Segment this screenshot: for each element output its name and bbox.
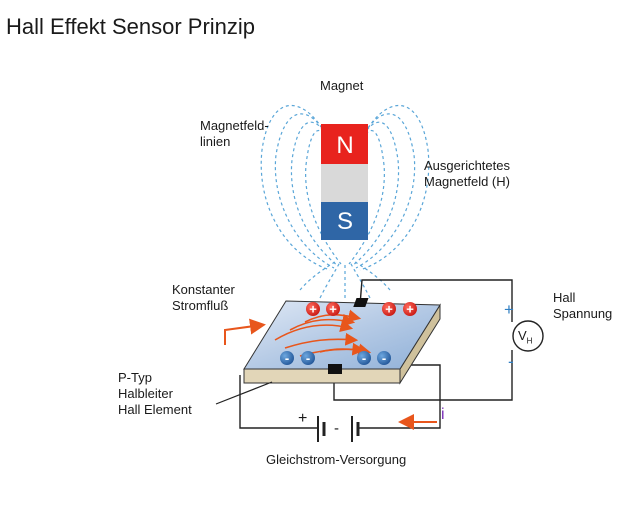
aligned-field-label-line2: Magnetfeld (H) [424,174,510,189]
semiconductor-label-line1: P-Typ [118,370,152,385]
constant-current-arrow [224,318,266,345]
positive-charge-sign: + [309,302,317,317]
label-pointers [215,381,273,405]
top-contact [353,298,369,307]
hall-voltage-label-line2: Spannung [553,306,613,321]
constant-current-label-line1: Konstanter [172,282,235,297]
negative-charge-sign: - [285,351,289,366]
magnet [321,124,368,240]
hall-plus-sign: + [504,300,514,319]
negative-charge [357,351,371,365]
hall-element-plate [243,298,441,385]
negative-charge [301,351,315,365]
aligned-field-label: Ausgerichtetes Magnetfeld (H) [424,158,510,190]
battery [317,416,360,442]
current-i-symbol: i [441,406,445,423]
voltmeter-subscript: H [526,336,533,346]
bottom-contact [328,364,342,374]
positive-charges: + + + + [306,302,417,317]
positive-charge-sign: + [406,302,414,317]
positive-charge [306,302,320,316]
voltmeter-symbol: VH [518,328,532,350]
field-lines-label-line2: linien [200,134,231,149]
magnet-south-pole [321,202,368,240]
positive-charge [326,302,340,316]
negative-charge [377,351,391,365]
hall-voltage-label-line1: Hall [553,290,576,305]
negative-charge-sign: - [382,351,386,366]
circuit-wires [239,279,513,429]
constant-current-label: Konstanter Stromfluß [172,282,235,314]
negative-charge-sign: - [362,351,366,366]
voltmeter-v: V [518,328,527,343]
positive-charge [403,302,417,316]
negative-charges: ---- [280,351,391,366]
positive-charge-sign: + [329,302,337,317]
positive-charge [382,302,396,316]
north-pole-label: N [336,132,353,159]
hall-minus-sign: - [508,352,514,371]
plate-top [243,300,441,370]
magnet-north-pole [321,124,368,164]
aligned-field-label-line1: Ausgerichtetes [424,158,510,173]
constant-current-label-line2: Stromfluß [172,298,229,313]
semiconductor-label-line2: Halbleiter [118,386,173,401]
hall-voltage-label: Hall Spannung [553,290,612,322]
south-pole-label: S [337,208,353,235]
voltmeter-circle [512,320,544,352]
magnet-middle [321,164,368,202]
page-title: Hall Effekt Sensor Prinzip [6,14,256,39]
positive-charge-sign: + [385,302,393,317]
dc-supply-label: Gleichstrom-Versorgung [266,452,407,467]
plate-front-edge [243,368,401,384]
battery-minus-sign: - [334,420,339,437]
field-lines-label-line1: Magnetfeld- [200,118,269,133]
negative-charge-sign: - [306,351,310,366]
semiconductor-label: P-Typ Halbleiter Hall Element [118,370,192,418]
field-lines-label: Magnetfeld- linien [200,118,269,150]
voltmeter [512,320,544,352]
negative-charge [280,351,294,365]
magnet-label: Magnet [320,78,364,93]
magnetic-field-lines [260,104,430,299]
semiconductor-label-line3: Hall Element [118,402,192,417]
battery-plus-sign: + [298,410,308,427]
